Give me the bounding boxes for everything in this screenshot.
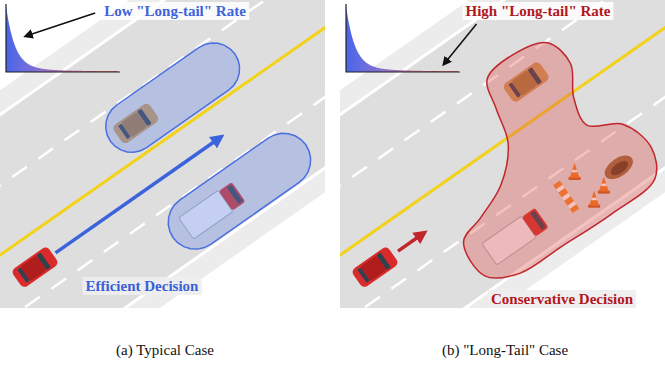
road	[0, 0, 325, 308]
rear-window	[17, 268, 29, 283]
lane-divider	[340, 0, 665, 308]
car	[11, 246, 60, 289]
risk-field	[106, 43, 240, 152]
pointer-arrow	[444, 24, 477, 64]
car	[351, 246, 400, 289]
decision-label: Efficient Decision	[83, 277, 202, 295]
distribution-icon	[346, 4, 460, 72]
subfigure-caption: (b) "Long-Tail" Case	[439, 341, 571, 359]
decision-label: Conservative Decision	[488, 290, 636, 308]
pointer-arrow	[26, 13, 95, 36]
tail-distribution	[346, 6, 458, 72]
road-edge-line	[340, 1, 665, 308]
risk-field	[464, 42, 657, 278]
panel	[72, 0, 665, 369]
car-body	[351, 246, 400, 289]
lane-divider	[0, 0, 325, 308]
windshield	[36, 252, 50, 270]
car-body	[11, 246, 60, 289]
risk-field	[168, 133, 310, 249]
lane-divider	[0, 0, 325, 308]
center-line	[0, 0, 325, 308]
road-edge-line	[0, 1, 325, 308]
rate-label: Low "Long-tail" Rate	[101, 2, 249, 20]
road-edge-line	[340, 0, 665, 295]
road-surface	[0, 0, 325, 308]
rear-window	[357, 268, 369, 283]
subfigure-caption: (a) Typical Case	[113, 341, 217, 359]
road-shoulder	[340, 0, 665, 308]
plan-arrow	[56, 137, 221, 253]
road-edge-line	[0, 0, 325, 295]
center-line	[340, 0, 665, 308]
leader-arrows	[26, 13, 477, 64]
road-shoulder	[0, 0, 325, 308]
rate-label: High "Long-tail" Rate	[463, 2, 614, 20]
distribution-axes	[346, 4, 460, 72]
road	[340, 0, 665, 308]
plan-arrow	[398, 233, 424, 251]
road-surface	[340, 0, 665, 308]
windshield	[376, 252, 390, 270]
lane-divider	[340, 0, 665, 308]
